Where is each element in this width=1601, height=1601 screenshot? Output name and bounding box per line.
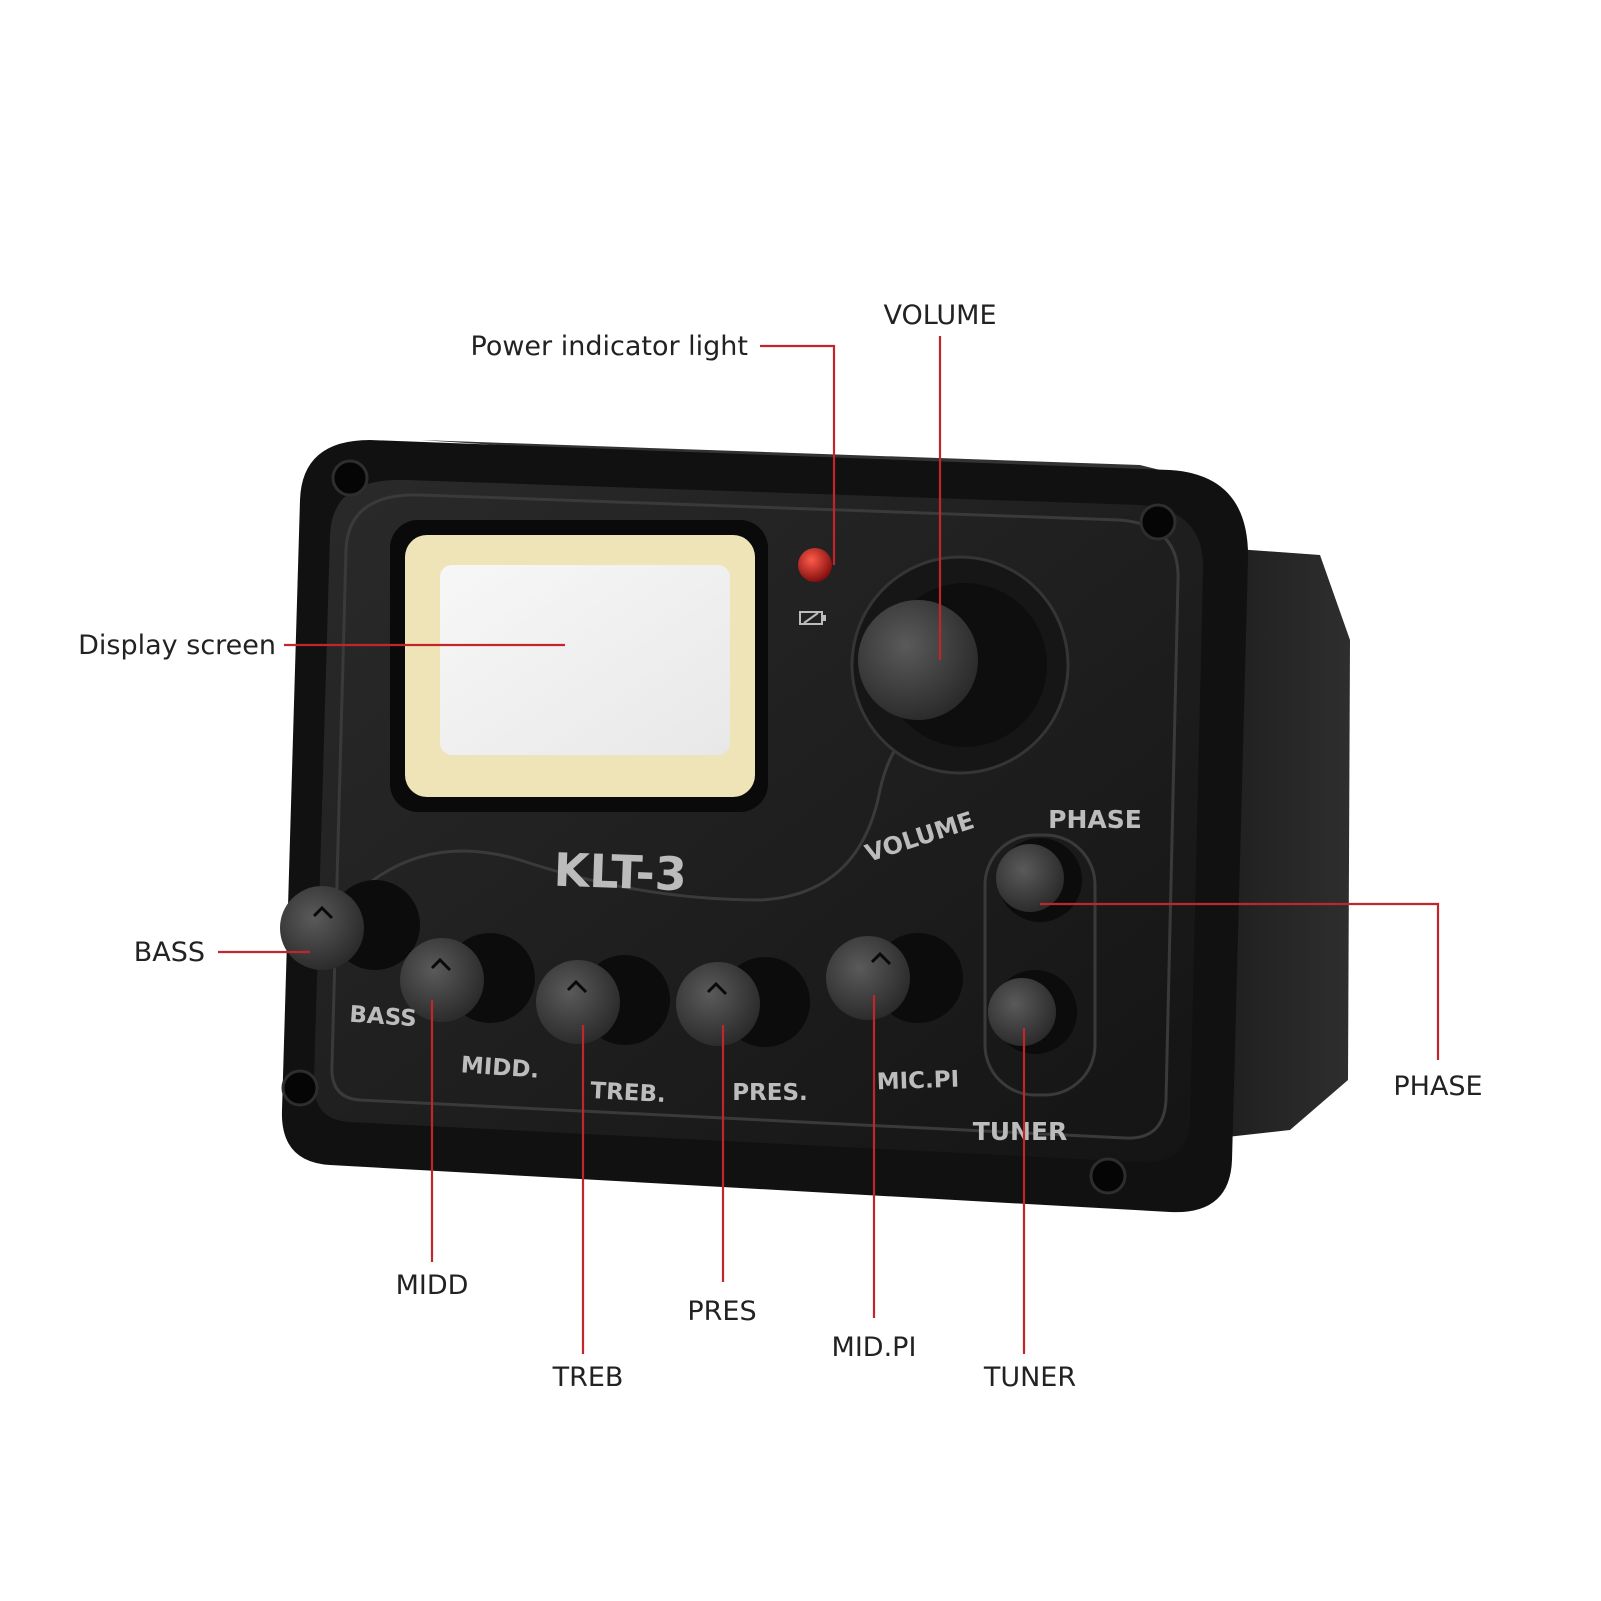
display-screen (390, 520, 768, 812)
leader-phase (1040, 902, 1440, 1060)
screw-top-left (331, 459, 369, 497)
mounting-screws (281, 459, 1177, 1195)
treb-knob-cap (536, 960, 620, 1044)
panel-label-bass: BASS (349, 1002, 418, 1033)
leader-lines (218, 336, 1440, 1354)
panel-raised-outline (330, 493, 1180, 1140)
panel-label-phase: PHASE (1048, 805, 1142, 834)
pres-knob-pointer (706, 981, 728, 996)
phase-button-cap (996, 844, 1064, 912)
button-pod (983, 833, 1097, 1097)
callout-volume: VOLUME (883, 300, 996, 331)
battery-icon (799, 611, 826, 625)
midd-knob-cap (400, 938, 484, 1022)
model-name: KLT-3 (553, 843, 688, 902)
callout-phase: PHASE (1393, 1071, 1482, 1102)
button-pod-frame (983, 833, 1097, 1097)
callout-midpi: MID.PI (832, 1332, 917, 1363)
preamp-device: KLT-3 VOLUME PHASE BASS MIDD. TREB. PRES… (280, 440, 1350, 1213)
power-indicator-led (798, 548, 832, 582)
bass-knob-cap (280, 886, 364, 970)
treb-knob-pointer (566, 979, 588, 994)
callout-labels: Power indicator light VOLUME Display scr… (78, 300, 1482, 1393)
panel-wave-recess (348, 714, 981, 902)
pres-knob[interactable] (676, 957, 810, 1047)
volume-knob-cap (858, 600, 978, 720)
tuner-button-cap (988, 978, 1056, 1046)
leader-power (760, 344, 836, 565)
bass-knob[interactable] (280, 880, 420, 970)
screen-glass (440, 565, 730, 755)
panel-label-tuner: TUNER (973, 1117, 1068, 1146)
micpi-knob[interactable] (826, 933, 963, 1023)
midd-knob-pointer (430, 957, 452, 972)
tuner-button[interactable] (988, 970, 1077, 1054)
panel-label-micpi: MIC.PI (876, 1067, 959, 1096)
callout-display-screen: Display screen (78, 630, 276, 661)
midd-knob[interactable] (400, 933, 535, 1023)
callout-pres: PRES (687, 1296, 756, 1327)
pres-knob-cap (676, 962, 760, 1046)
bass-knob-pointer (312, 905, 334, 920)
volume-knob[interactable] (850, 555, 1070, 775)
treb-knob[interactable] (536, 955, 670, 1045)
micpi-knob-pointer (870, 951, 892, 966)
screw-top-right (1139, 503, 1177, 541)
callout-treb: TREB (552, 1362, 624, 1393)
callout-bass: BASS (134, 937, 205, 968)
screw-bottom-right (1089, 1157, 1127, 1195)
panel-label-pres: PRES. (732, 1080, 808, 1106)
micpi-knob-cap (826, 936, 910, 1020)
panel-label-treb: TREB. (590, 1078, 667, 1108)
callout-tuner: TUNER (983, 1362, 1076, 1393)
callout-midd: MIDD (396, 1270, 469, 1301)
panel-label-midd: MIDD. (460, 1052, 540, 1083)
phase-button[interactable] (996, 838, 1082, 922)
screw-bottom-left (281, 1069, 319, 1107)
callout-power-indicator: Power indicator light (471, 331, 749, 362)
